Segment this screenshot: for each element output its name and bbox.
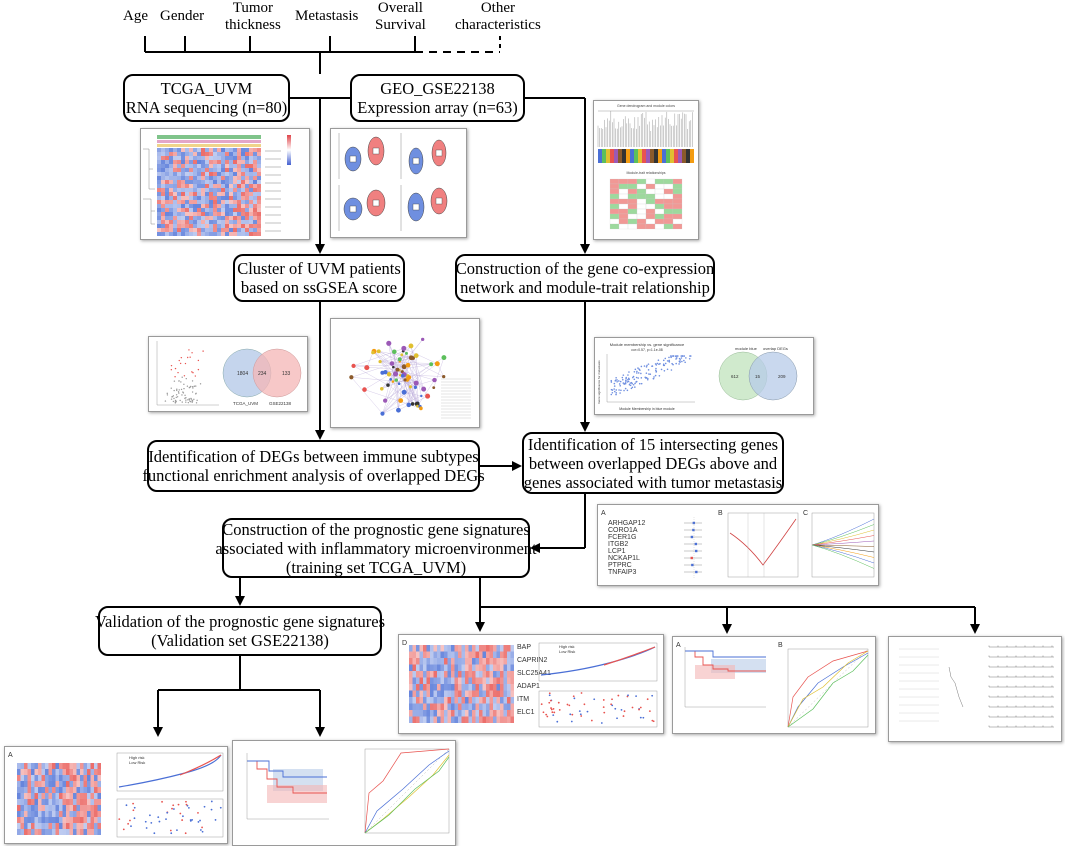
enrichment-network xyxy=(349,337,471,419)
violin-plots xyxy=(338,133,448,231)
forest-gene-label: CORO1A xyxy=(608,527,638,534)
forest-gene-label: NCKAP1L xyxy=(608,555,640,562)
risk-gene-label: ELC1 xyxy=(517,709,535,716)
nomogram xyxy=(899,645,1054,728)
venn1-left-label: TCGA_UVM xyxy=(233,401,258,406)
validation-km-roc-panel xyxy=(232,740,456,846)
scatter-ylabel: Gene significance for metastasis xyxy=(597,360,601,404)
venn2-overlap-count: 15 xyxy=(755,374,761,379)
roc-letter-b: B xyxy=(778,642,783,649)
risk-gene-label: BAP xyxy=(517,644,531,651)
km-roc-panel: A B xyxy=(672,636,876,734)
volcano-venn-panel: 1804 234 133 TCGA_UVM GSE22138 xyxy=(148,336,308,412)
risk-legend-low: Low Risk xyxy=(559,649,575,654)
km-roc-plots: A B xyxy=(676,642,869,728)
venn1-right-count: 133 xyxy=(282,371,291,377)
wgcna-title: Gene dendrogram and module colors xyxy=(617,104,675,108)
forest-gene-label: FCER1G xyxy=(608,534,636,541)
validation-risk-panel: A High risk Low Risk xyxy=(4,746,228,844)
prognostic-box: Construction of the prognostic gene sign… xyxy=(215,518,537,578)
forest-gene-label: PTPRC xyxy=(608,562,632,569)
risk-gene-label: CAPRIN2 xyxy=(517,657,547,664)
module-trait-title: Module-trait relationships xyxy=(626,171,665,175)
forest-gene-label: TNFAIP3 xyxy=(608,569,637,576)
km-letter-a: A xyxy=(676,642,681,649)
scatter-title: Module membership vs. gene significance xyxy=(610,342,685,347)
venn1-left-count: 1804 xyxy=(237,371,248,377)
lasso-letter-b: B xyxy=(718,510,723,517)
label-age: Age xyxy=(123,8,148,24)
ssgsea-heatmap xyxy=(143,135,291,236)
heatmap-panel xyxy=(140,128,310,240)
lasso-letter-a: A xyxy=(601,510,606,517)
violin-panel xyxy=(330,128,467,238)
venn2-left-count: 612 xyxy=(731,374,739,379)
scatter-venn: Module membership vs. gene significance … xyxy=(597,342,798,411)
forest-gene-label: ITGB2 xyxy=(608,541,628,548)
lasso-forest: A B C ARHGAP12CORO1AFCER1GITGB2LCP1NCKAP… xyxy=(601,510,875,579)
venn1-right-label: GSE22138 xyxy=(269,401,292,406)
nomogram-panel xyxy=(888,636,1062,742)
scatter-subtitle: cor=0.57, p=1.1e-08 xyxy=(631,348,663,352)
scatter-xlabel: Module Membership in blue module xyxy=(619,407,674,411)
forest-gene-label: ARHGAP12 xyxy=(608,520,645,527)
degs-box: Identification of DEGs between immune su… xyxy=(142,440,485,492)
venn2-right-label: overlap DEGs xyxy=(763,346,788,351)
scatter-venn-panel: Module membership vs. gene significance … xyxy=(594,337,814,415)
validation-risk-plot: A High risk Low Risk xyxy=(8,752,224,838)
risk-legend-high: High risk xyxy=(559,644,575,649)
wgcna-panel: Gene dendrogram and module colors Module… xyxy=(593,100,699,240)
risk-gene-label: ITM xyxy=(517,696,529,703)
volcano-venn: 1804 234 133 TCGA_UVM GSE22138 xyxy=(156,341,302,406)
forest-gene-label: LCP1 xyxy=(608,548,626,555)
risk-gene-label: ADAP1 xyxy=(517,683,540,690)
label-gender: Gender xyxy=(160,8,205,24)
risk-gene-label: SLC25A41 xyxy=(517,670,551,677)
validation-box: Validation of the prognostic gene signat… xyxy=(95,606,385,656)
venn2-right-count: 209 xyxy=(778,374,786,379)
wgcna-dendrogram: Gene dendrogram and module colors Module… xyxy=(597,104,694,230)
label-metastasis: Metastasis xyxy=(295,8,359,24)
val-risk-letter-a: A xyxy=(8,752,13,759)
val-legend-high: High risk xyxy=(129,755,145,760)
val-legend-low: Low Risk xyxy=(129,760,145,765)
venn1-overlap-count: 234 xyxy=(258,371,267,377)
risk-letter-d: D xyxy=(402,640,407,647)
network-panel xyxy=(330,318,480,428)
validation-km-roc xyxy=(246,748,450,834)
lasso-letter-c: C xyxy=(803,510,808,517)
venn2-left-label: module blue xyxy=(735,346,758,351)
